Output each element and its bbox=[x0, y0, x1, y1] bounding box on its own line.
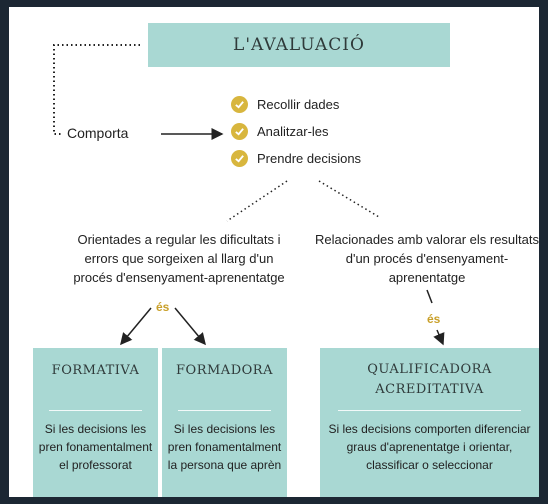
right-branch-line: Relacionades amb valorar els resultats bbox=[315, 232, 539, 247]
card-divider bbox=[49, 410, 142, 411]
arrow-to-qualificadora bbox=[433, 329, 445, 346]
action-label: Recollir dades bbox=[257, 97, 340, 112]
card-body: Si les decisions comporten diferenciar g… bbox=[320, 420, 539, 474]
arrow-to-formativa bbox=[120, 307, 152, 346]
left-es-connector: és bbox=[156, 300, 170, 314]
card-divider bbox=[178, 410, 271, 411]
right-branch-description: Relacionades amb valorar els resultats d… bbox=[309, 230, 539, 287]
card-body-line: Si les decisions comporten diferenciar bbox=[328, 422, 531, 436]
check-icon bbox=[231, 96, 248, 113]
card-body-line: pren fonamentalment bbox=[38, 440, 153, 454]
card-body: Si les decisions les pren fonamentalment… bbox=[162, 420, 287, 474]
card-body-line: graus d'aprenentatge i orientar, bbox=[346, 440, 513, 454]
card-qualificadora-acreditativa: QUALIFICADORA ACREDITATIVA Si les decisi… bbox=[320, 348, 539, 497]
action-item: Analitzar-les bbox=[231, 122, 329, 141]
check-icon bbox=[231, 123, 248, 140]
arrow-to-formadora bbox=[174, 307, 206, 346]
left-branch-line: errors que sorgeixen al llarg d'un bbox=[84, 251, 274, 266]
action-item: Recollir dades bbox=[231, 95, 339, 114]
card-body: Si les decisions les pren fonamentalment… bbox=[33, 420, 158, 474]
dotted-connector-title bbox=[53, 44, 140, 135]
connector-lines bbox=[53, 44, 445, 346]
left-branch-line: Orientades a regular les dificultats i bbox=[77, 232, 281, 247]
card-body-line: Si les decisions les bbox=[44, 422, 147, 436]
dotted-connector-left bbox=[226, 180, 288, 222]
diagram-panel: L'AVALUACIÓ Comporta Recollir dades Anal… bbox=[9, 7, 539, 497]
action-label: Prendre decisions bbox=[257, 151, 362, 166]
card-body-line: Si les decisions les bbox=[173, 422, 276, 436]
dotted-connector-right bbox=[318, 180, 380, 218]
card-divider bbox=[338, 410, 521, 411]
left-branch-line: procés d'ensenyament-aprenentatge bbox=[73, 270, 285, 285]
card-title-line: QUALIFICADORA bbox=[367, 362, 492, 377]
card-formadora: FORMADORA Si les decisions les pren fona… bbox=[162, 348, 287, 497]
card-body-line: el professorat bbox=[59, 458, 132, 472]
card-title: FORMADORA bbox=[176, 363, 273, 378]
right-es-connector: és bbox=[427, 312, 441, 326]
right-branch-line: d'un procés d'ensenyament- bbox=[345, 251, 509, 266]
line-to-es-right bbox=[426, 289, 433, 304]
right-branch-line: aprenentatge bbox=[388, 270, 466, 285]
action-label: Analitzar-les bbox=[257, 124, 329, 139]
card-title: QUALIFICADORA ACREDITATIVA bbox=[320, 360, 539, 400]
card-body-line: la persona que aprèn bbox=[167, 458, 282, 472]
action-item: Prendre decisions bbox=[231, 149, 361, 168]
card-body-line: classificar o seleccionar bbox=[366, 458, 493, 472]
card-formativa: FORMATIVA Si les decisions les pren fona… bbox=[33, 348, 158, 497]
card-title: FORMATIVA bbox=[51, 363, 140, 378]
card-title-line: ACREDITATIVA bbox=[375, 382, 484, 397]
title-box: L'AVALUACIÓ bbox=[148, 23, 450, 67]
check-icon bbox=[231, 150, 248, 167]
diagram-title: L'AVALUACIÓ bbox=[233, 35, 365, 55]
left-branch-description: Orientades a regular les dificultats i e… bbox=[59, 230, 299, 287]
card-body-line: pren fonamentalment bbox=[167, 440, 282, 454]
comporta-label: Comporta bbox=[67, 125, 129, 141]
